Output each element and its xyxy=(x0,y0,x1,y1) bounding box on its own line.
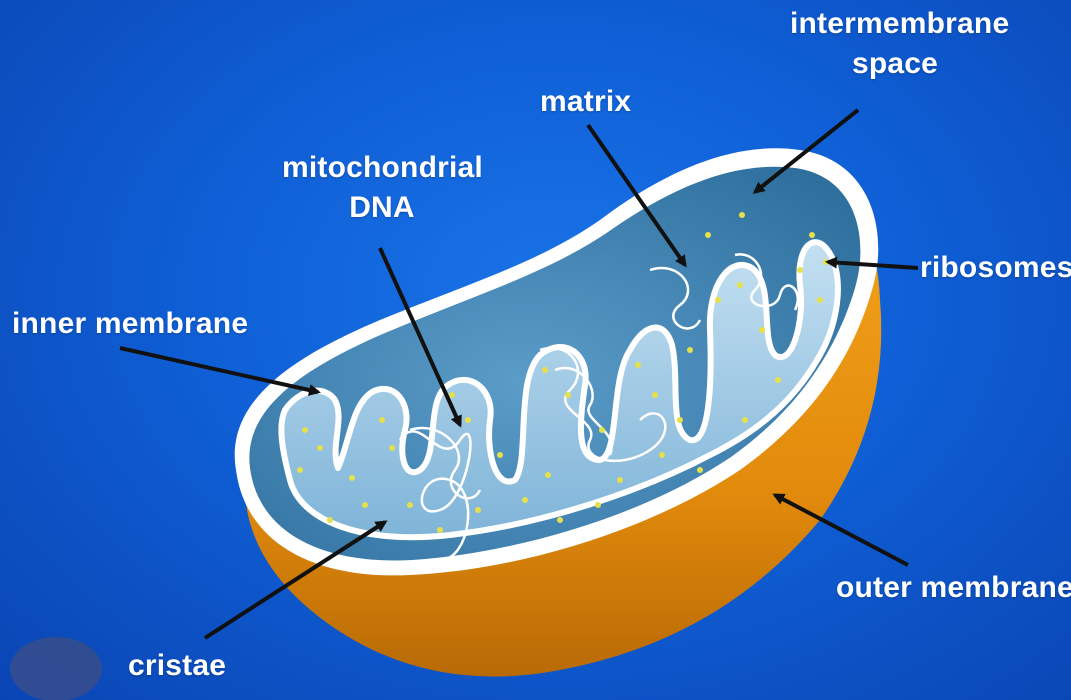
label-ribosomes: ribosomes xyxy=(920,250,1071,286)
corner-blob xyxy=(10,637,102,700)
label-inner-membrane: inner membrane xyxy=(12,306,248,342)
label-mitochondrial-dna: mitochondrial DNA xyxy=(282,150,482,226)
label-mito-dna-line1: mitochondrial xyxy=(282,150,482,186)
label-mito-dna-line2: DNA xyxy=(282,190,482,226)
label-intermembrane-line1: intermembrane xyxy=(790,6,1000,42)
label-cristae: cristae xyxy=(128,648,226,684)
label-intermembrane-line2: space xyxy=(790,46,1000,82)
label-matrix: matrix xyxy=(540,84,631,120)
label-intermembrane-space: intermembrane space xyxy=(790,6,1000,82)
label-outer-membrane: outer membrane xyxy=(836,570,1071,606)
